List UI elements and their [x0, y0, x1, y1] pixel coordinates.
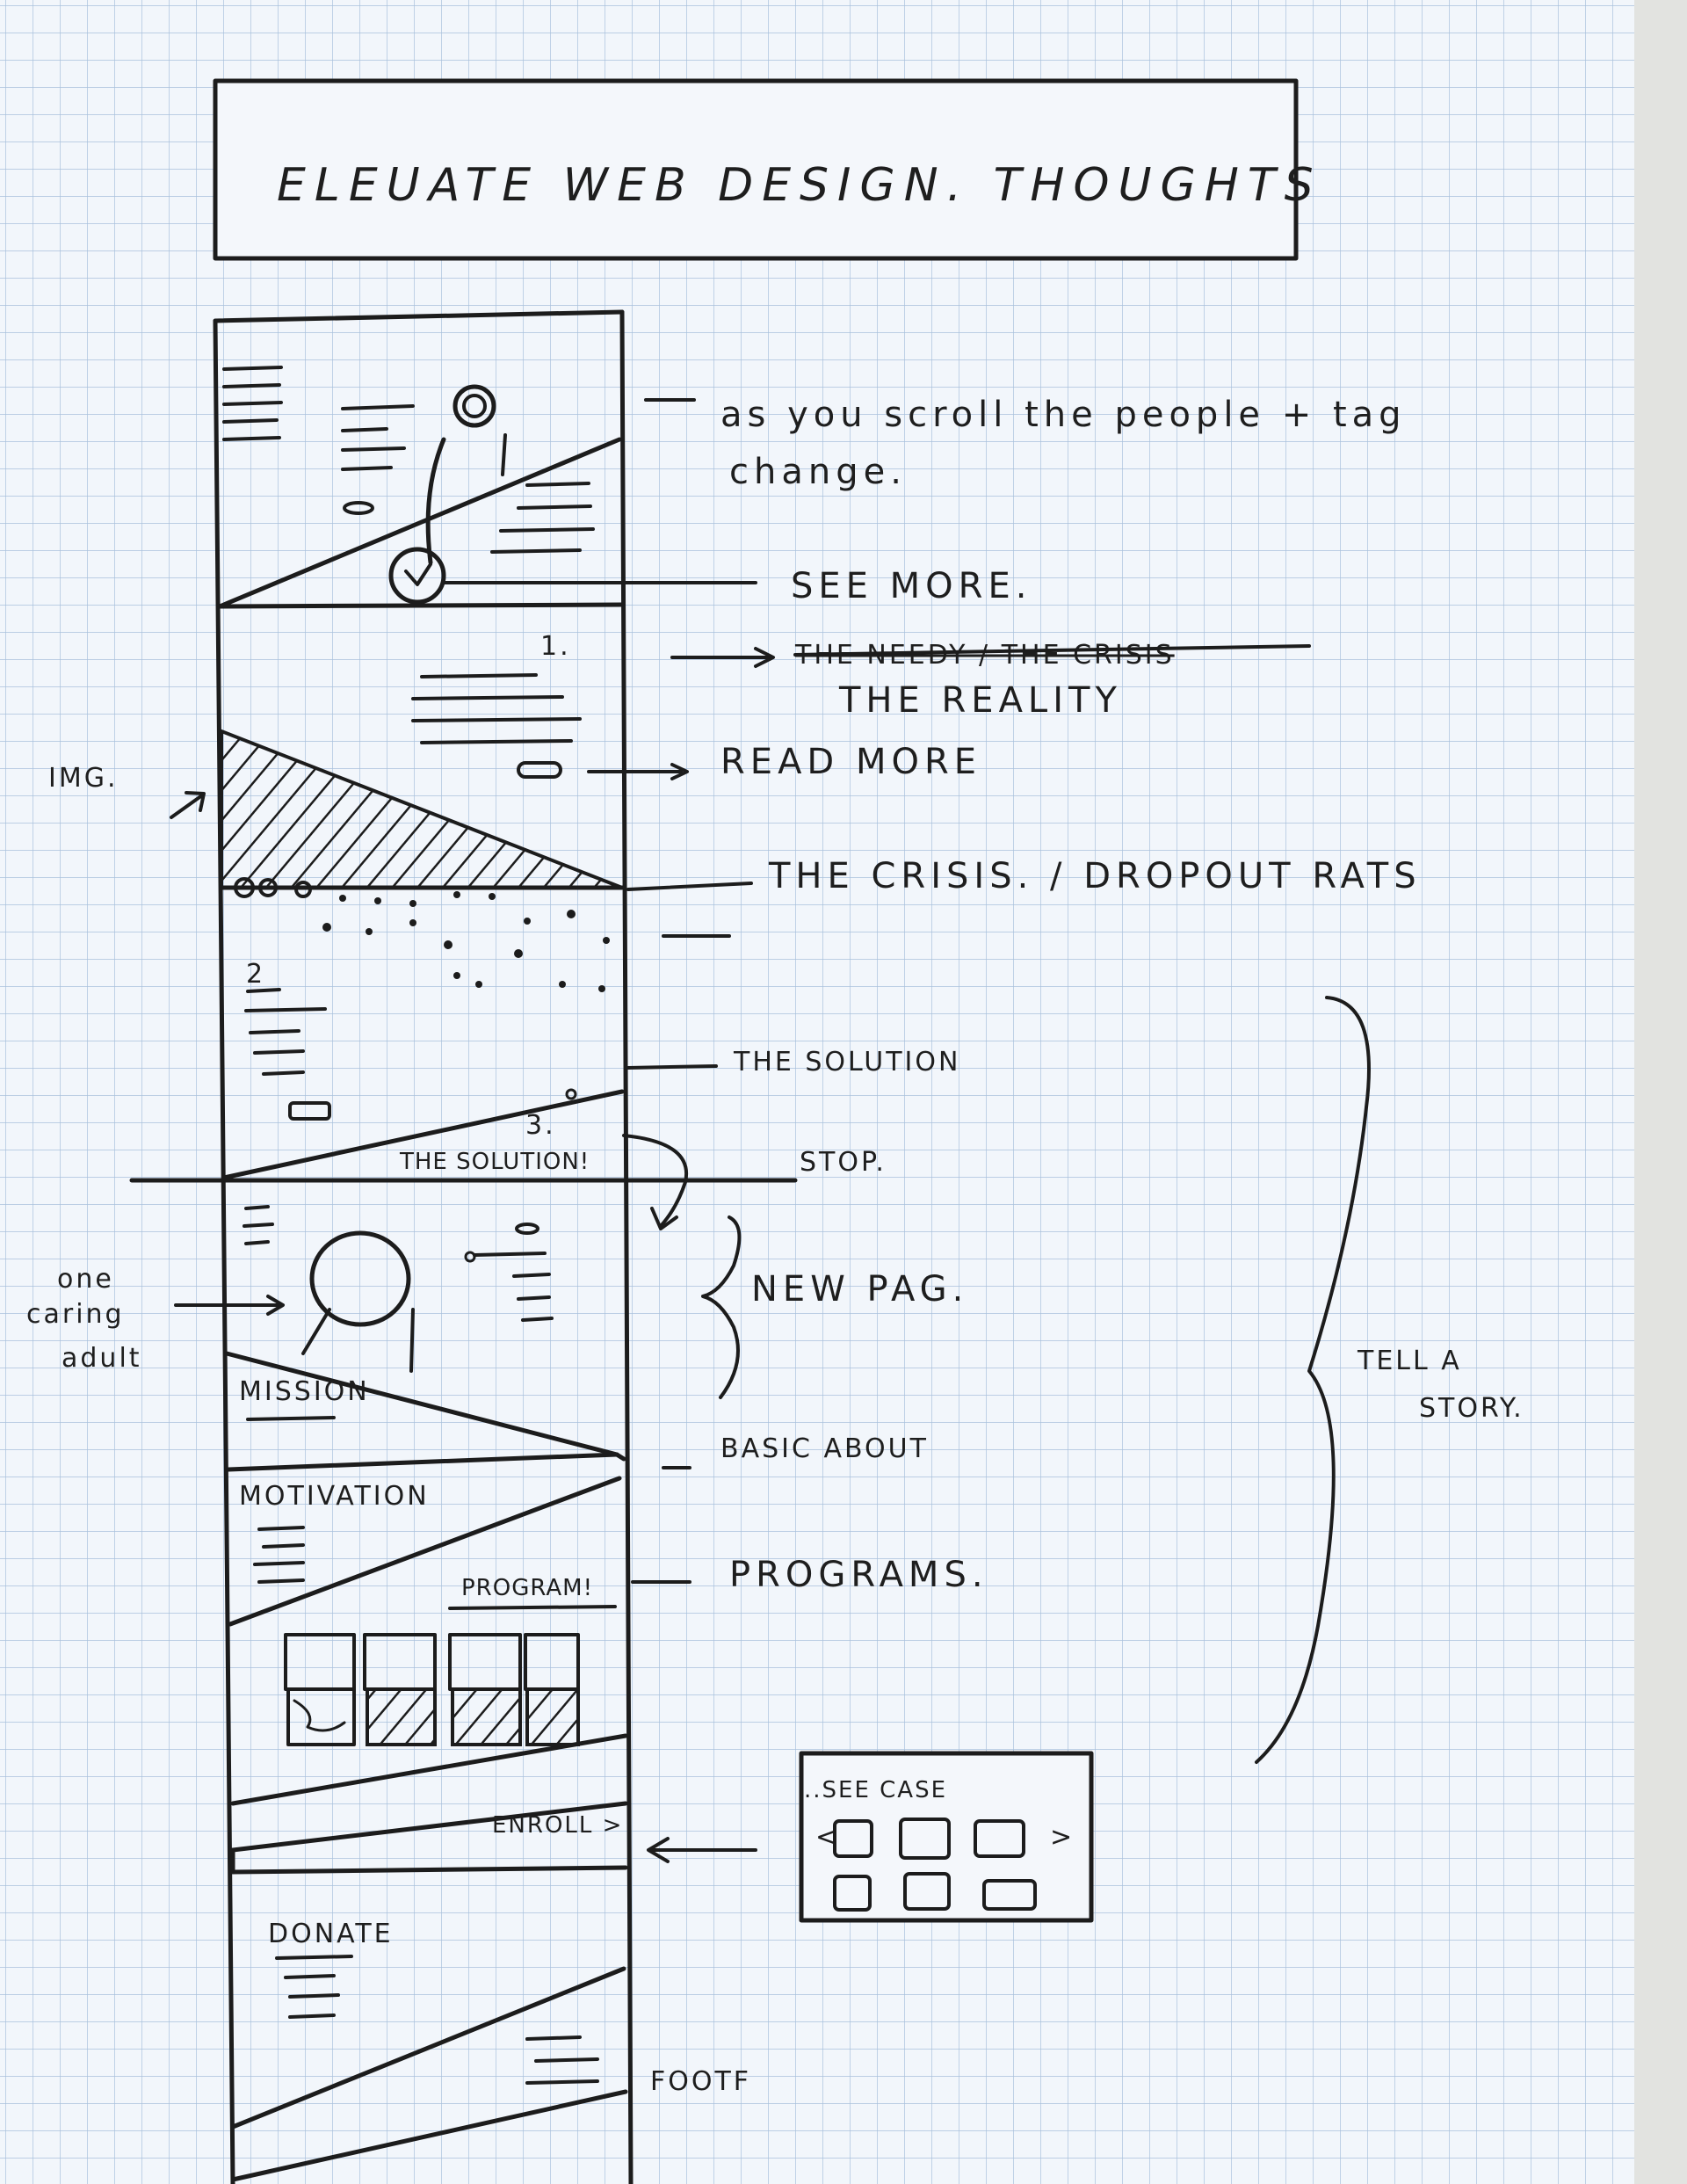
note-caring-3: adult: [62, 1343, 142, 1374]
caring-adult-avatar: [309, 1230, 411, 1327]
program-cards: [284, 1633, 580, 1746]
section-programs: PROGRAM! ENROLL >: [230, 1575, 628, 1875]
note-see-more: SEE MORE.: [791, 566, 1032, 606]
note-basic-about: BASIC ABOUT: [720, 1433, 929, 1464]
section-donate: DONATE: [230, 1919, 628, 2182]
note-solution: THE SOLUTION: [733, 1047, 960, 1077]
note-stop: STOP.: [800, 1147, 887, 1178]
page-edge: [1634, 0, 1687, 2184]
note-read-more: READ MORE: [720, 742, 981, 782]
note-footer: FOOTF: [650, 2066, 751, 2097]
see-case-label: ..SEE CASE: [804, 1777, 947, 1803]
carousel-next-icon[interactable]: >: [1050, 1822, 1075, 1853]
see-case-carousel: ..SEE CASE < >: [799, 1751, 1094, 1923]
enroll-button[interactable]: ENROLL >: [492, 1812, 623, 1839]
program-card-image: [366, 1687, 437, 1746]
solution-in-box: THE SOLUTION!: [399, 1149, 590, 1175]
note-new-page: NEW PAG.: [751, 1269, 968, 1310]
title-box: ELEUATE WEB DESIGN. THOUGHTS: [213, 78, 1322, 261]
section-mission: MISSION: [224, 1205, 619, 1472]
note-crisis: THE CRISIS. / DROPOUT RATS: [768, 856, 1422, 896]
see-more-chevron-icon[interactable]: [388, 547, 446, 605]
note-tell-2: STORY.: [1419, 1393, 1524, 1424]
note-programs: PROGRAMS.: [729, 1555, 988, 1595]
note-scroll-line1: as you scroll the people + tag: [720, 395, 1407, 435]
step3-number: 3.: [525, 1110, 556, 1141]
annotations: as you scroll the people + tag change. S…: [26, 395, 1524, 2097]
mission-label: MISSION: [239, 1376, 370, 1407]
note-caring-2: caring: [26, 1299, 125, 1330]
donate-label: DONATE: [268, 1919, 394, 1949]
note-caring-1: one: [57, 1264, 114, 1295]
note-scroll-line2: change.: [729, 452, 907, 492]
section-motivation: MOTIVATION: [228, 1452, 626, 1627]
note-tell-1: TELL A: [1357, 1346, 1462, 1376]
step1-number: 1.: [540, 631, 571, 662]
read-more-button[interactable]: [517, 761, 562, 779]
dropout-dots: [234, 877, 610, 992]
section-reality: [219, 673, 625, 992]
step2-number: 2: [246, 959, 265, 990]
program-in-box: PROGRAM!: [461, 1575, 593, 1601]
title-text: ELEUATE WEB DESIGN. THOUGHTS: [277, 159, 1322, 212]
note-the-reality: THE REALITY: [838, 680, 1122, 721]
motivation-label: MOTIVATION: [239, 1481, 430, 1512]
note-img: IMG.: [48, 763, 119, 794]
section-hero: [217, 366, 625, 609]
